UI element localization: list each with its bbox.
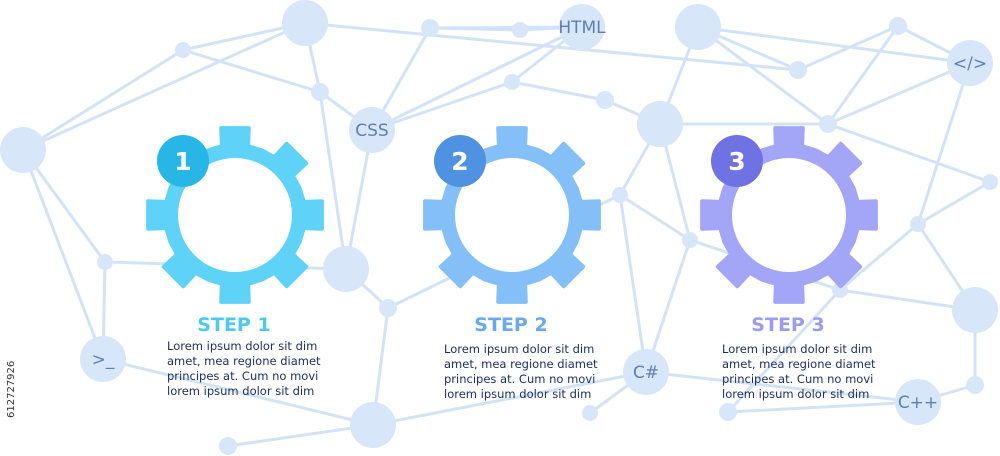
network-edge: [827, 122, 991, 184]
network-node: [789, 61, 807, 79]
stock-id-text: 612727926: [6, 361, 17, 418]
network-node: [982, 174, 998, 190]
network-node-label: >_: [92, 350, 115, 370]
network-node: [512, 22, 528, 38]
network-edge: [22, 21, 306, 152]
network-node: [719, 403, 737, 421]
network-edge: [618, 194, 648, 373]
network-node: [889, 17, 907, 35]
step-1-title: STEP 1: [197, 314, 271, 336]
network-edge: [182, 48, 321, 94]
network-node: [504, 74, 520, 90]
network-node: [819, 115, 837, 133]
network-node: [349, 107, 395, 153]
network-edge: [839, 222, 919, 292]
network-edge: [102, 357, 374, 427]
network-node: [97, 254, 113, 270]
network-edge: [387, 193, 621, 310]
step-3-description: Lorem ipsum dolor sit dim amet, mea regi…: [722, 342, 876, 402]
network-node: [966, 376, 984, 394]
network-node: [311, 83, 329, 101]
step-3-line: amet, mea regione diamet: [722, 357, 876, 371]
network-edge: [21, 149, 107, 263]
step-3-line: Lorem ipsum dolor sit dim: [722, 342, 873, 356]
network-node: [582, 405, 598, 421]
network-node: [675, 4, 721, 50]
network-edge: [429, 26, 521, 32]
network-node: [175, 42, 191, 58]
step-2-line: amet, mea regione diamet: [444, 357, 598, 371]
stock-id-label: 612727926: [6, 361, 17, 418]
network-edge: [304, 21, 799, 72]
network-node: [947, 40, 993, 86]
network-edge: [697, 25, 829, 126]
step-1-line: amet, mea regione diamet: [167, 354, 321, 368]
network-edge: [689, 238, 841, 292]
network-edge: [826, 25, 900, 125]
network-node-label: C++: [898, 393, 938, 413]
network-edge: [645, 370, 919, 404]
network-node-label: C#: [633, 363, 659, 383]
network-edge: [697, 25, 971, 65]
step-2-line: Lorem ipsum dolor sit dim: [444, 342, 595, 356]
network-node: [623, 349, 669, 395]
network-edge: [619, 193, 691, 242]
network-node: [80, 336, 126, 382]
step-2-description: Lorem ipsum dolor sit dim amet, mea regi…: [444, 342, 598, 402]
step-2-line: lorem ipsum dolor sit dim: [444, 387, 592, 401]
step-1-line: lorem ipsum dolor sit dim: [167, 384, 315, 398]
network-edge: [727, 400, 919, 414]
network-edge: [318, 91, 348, 270]
network-edge: [726, 288, 842, 414]
network-edge: [644, 239, 692, 373]
network-edge: [917, 180, 991, 226]
network-node: [323, 246, 369, 292]
network-node: [379, 299, 397, 317]
network-edge: [21, 149, 105, 360]
network-edge: [371, 80, 513, 132]
step-3-title: STEP 3: [751, 314, 825, 336]
network-node: [559, 4, 605, 50]
network-edge: [104, 260, 347, 271]
step-3-line: principes at. Cum no movi: [722, 372, 874, 386]
network-edge: [511, 80, 606, 102]
step-1-line: principes at. Cum no movi: [167, 369, 319, 383]
network-edge: [371, 25, 583, 132]
step-2-line: principes at. Cum no movi: [444, 372, 596, 386]
network-node-label: HTML: [558, 18, 606, 38]
network-node: [421, 19, 439, 37]
network-node: [219, 437, 237, 455]
step-1-line: Lorem ipsum dolor sit dim: [167, 339, 318, 353]
network-node: [0, 127, 46, 173]
network-edge: [372, 370, 647, 427]
network-node: [596, 91, 614, 109]
network-edge: [344, 129, 374, 270]
network-edge: [22, 48, 184, 152]
network-edge: [227, 423, 374, 448]
network-node: [612, 187, 628, 203]
step-2-title: STEP 2: [474, 314, 548, 336]
network-edge: [916, 62, 972, 225]
network-node: [637, 101, 683, 147]
network-node: [952, 287, 998, 333]
network-node: [832, 282, 848, 298]
network-node: [282, 0, 328, 46]
network-node: [350, 402, 396, 448]
network-node: [910, 216, 926, 232]
step-3-line: lorem ipsum dolor sit dim: [722, 387, 870, 401]
network-node-label: </>: [953, 54, 987, 74]
step-1-description: Lorem ipsum dolor sit dim amet, mea regi…: [167, 339, 321, 399]
network-node: [682, 232, 698, 248]
network-node: [895, 379, 941, 425]
network-node-label: CSS: [355, 121, 388, 141]
network-edge: [827, 61, 971, 126]
